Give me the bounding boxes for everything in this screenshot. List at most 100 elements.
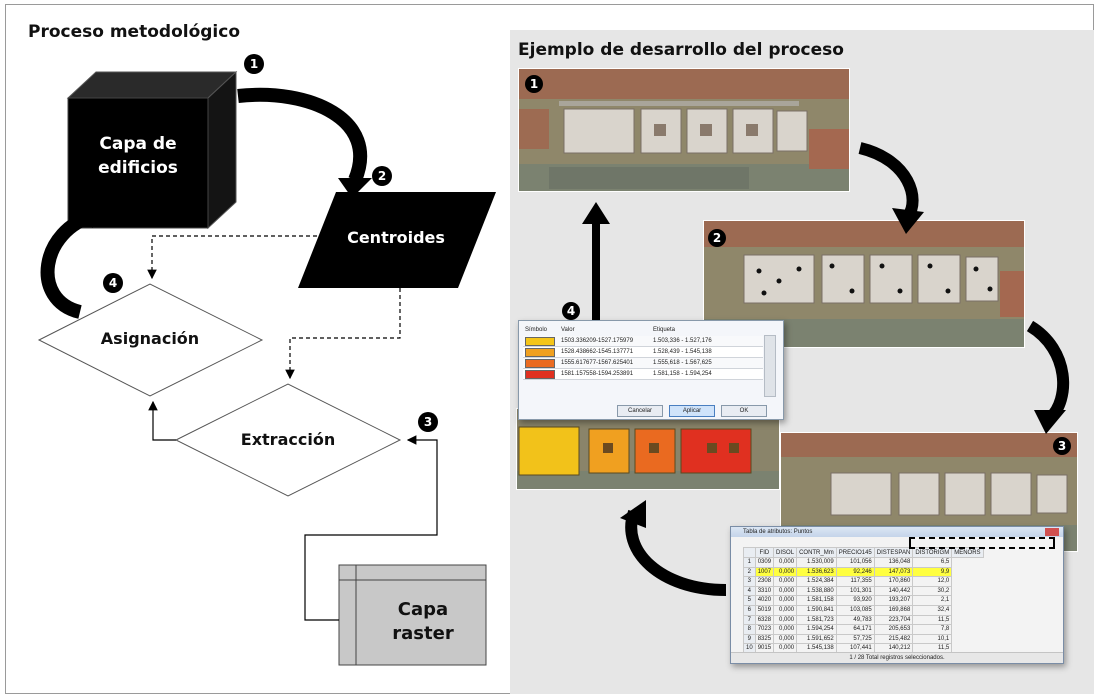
column-header[interactable]: DISOL <box>773 547 798 558</box>
table-cell: 1.581,723 <box>796 614 837 626</box>
table-cell: 140,442 <box>873 585 914 597</box>
dashed-arrow-centroids-assignment <box>147 235 338 280</box>
left-panel-title: Proceso metodológico <box>28 22 241 42</box>
table-cell: 136,048 <box>873 557 914 568</box>
table-cell: 93,920 <box>835 595 875 606</box>
table-cell: 1.590,841 <box>796 604 837 616</box>
highlighted-columns-frame <box>909 537 1055 549</box>
cancel-button[interactable]: Cancelar <box>617 405 663 417</box>
close-icon[interactable] <box>1045 528 1059 536</box>
extraction-diamond <box>174 383 402 497</box>
table-cell: 170,860 <box>873 576 914 587</box>
table-cell: 1.524,384 <box>796 576 837 587</box>
aerial-step-1-badge: 1 <box>525 75 543 93</box>
column-header[interactable]: DISTORIGM <box>912 547 953 558</box>
aerial-step-2-badge: 2 <box>708 229 726 247</box>
table-cell: 1.591,652 <box>796 633 837 645</box>
arrow-extraction-assignment <box>148 400 176 441</box>
table-cell: 8325 <box>754 633 775 645</box>
row-number: 8 <box>743 624 756 635</box>
table-cell: 0,000 <box>773 624 798 635</box>
class-label: 1.581,158 - 1.594,254 <box>653 371 712 377</box>
table-cell: 117,355 <box>835 576 875 587</box>
table-cell: 11,5 <box>912 614 953 626</box>
table-cell: 6328 <box>754 614 775 626</box>
table-cell: 0,000 <box>773 557 798 568</box>
row-number: 5 <box>743 595 756 606</box>
symbology-dialog: Símbolo Valor Etiqueta 1503.336209-1527.… <box>518 320 784 420</box>
table-cell: 0,000 <box>773 614 798 626</box>
table-cell: 1.581,158 <box>796 595 837 606</box>
row-number: 9 <box>743 633 756 645</box>
column-header[interactable]: PRECIO145 <box>835 547 875 558</box>
table-cell: 215,482 <box>873 633 914 645</box>
row-number: 4 <box>743 585 756 597</box>
curved-arrow-4-1 <box>40 208 98 319</box>
assignment-label: Asignación <box>100 329 200 348</box>
table-cell: 3310 <box>754 585 775 597</box>
table-cell: 0,000 <box>773 595 798 606</box>
column-header[interactable]: MENORS <box>951 547 984 558</box>
table-cell: 0,000 <box>773 576 798 587</box>
step-3-badge: 3 <box>418 412 438 432</box>
class-value: 1503.336209-1527.175979 <box>561 338 634 344</box>
table-cell: 49,783 <box>835 614 875 626</box>
column-header[interactable]: CONTR_Mm <box>796 547 837 558</box>
centroids-label: Centroides <box>347 228 445 247</box>
row-header-corner <box>743 547 756 558</box>
table-cell: 1.594,254 <box>796 624 837 635</box>
table-cell: 147,073 <box>873 566 914 578</box>
aerial-image-step-1: 1 <box>518 68 850 192</box>
column-header[interactable]: FID <box>754 547 775 558</box>
curved-arrow-1-2 <box>237 87 368 183</box>
table-cell: 0,000 <box>773 566 798 578</box>
table-cell: 0309 <box>754 557 775 568</box>
symbol-swatch <box>525 337 555 346</box>
step-1-badge: 1 <box>244 54 264 74</box>
table-cell: 2308 <box>754 576 775 587</box>
apply-button[interactable]: Aplicar <box>669 405 715 417</box>
table-cell: 6,5 <box>912 557 953 568</box>
table-cell: 10,1 <box>912 633 953 645</box>
ok-button[interactable]: OK <box>721 405 767 417</box>
raster-layer-shape <box>338 564 487 666</box>
right-panel-title: Ejemplo de desarrollo del proceso <box>518 40 844 60</box>
table-cell: 1.530,009 <box>796 557 837 568</box>
buildings-layer-cube <box>66 70 238 230</box>
attribute-table-titlebar[interactable]: Tabla de atributos: Puntos <box>731 527 1063 537</box>
dashed-arrow-centroids-extraction <box>285 288 401 380</box>
aerial-step-3-badge: 3 <box>1053 437 1071 455</box>
row-number: 7 <box>743 614 756 626</box>
table-cell: 169,868 <box>873 604 914 616</box>
table-cell: 2,1 <box>912 595 953 606</box>
centroids-shape <box>298 192 496 288</box>
table-cell: 1.538,880 <box>796 585 837 597</box>
step-4-badge: 4 <box>103 273 123 293</box>
dialog-scrollbar[interactable] <box>764 335 776 397</box>
table-cell: 101,056 <box>835 557 875 568</box>
table-cell: 0,000 <box>773 585 798 597</box>
dialog-step-4-badge: 4 <box>562 302 580 320</box>
symbol-swatch <box>525 370 555 379</box>
column-header[interactable]: DISTESPAN <box>873 547 914 558</box>
table-cell: 101,301 <box>835 585 875 597</box>
table-cell: 64,171 <box>835 624 875 635</box>
table-cell: 193,207 <box>873 595 914 606</box>
table-cell: 223,704 <box>873 614 914 626</box>
dialog-col-symbol: Símbolo <box>525 327 548 333</box>
